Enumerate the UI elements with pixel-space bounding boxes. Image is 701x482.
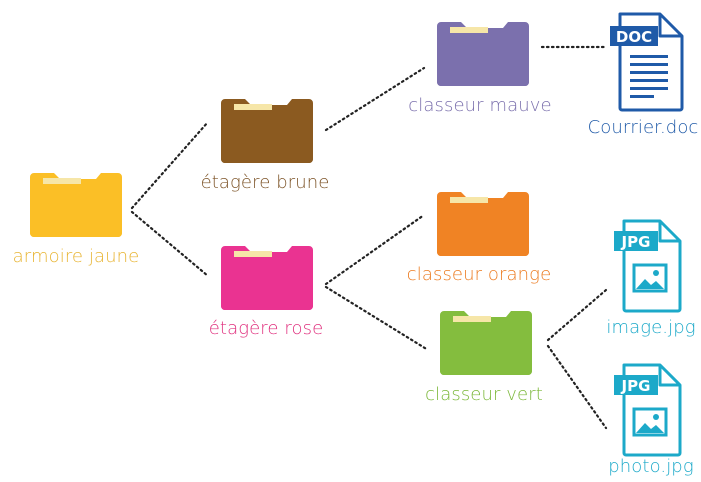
link-brune-mauve xyxy=(324,66,426,132)
file-badge: DOC xyxy=(616,28,652,46)
node-label: armoire jaune xyxy=(12,246,140,267)
link-armoire-rose xyxy=(130,210,210,278)
node-label: étagère brune xyxy=(200,172,330,193)
link-vert-photo xyxy=(546,344,608,430)
folder-icon xyxy=(437,192,529,256)
folder-icon xyxy=(437,22,529,86)
node-label: classeur vert xyxy=(425,384,543,405)
node-label: classeur mauve xyxy=(408,95,552,116)
file-label: Courrier.doc xyxy=(587,117,699,138)
folder-icon xyxy=(30,173,122,237)
file-badge: JPG xyxy=(621,233,651,251)
folder-icon xyxy=(221,99,313,163)
jpg-file-icon: JPG xyxy=(614,219,682,313)
file-label: photo.jpg xyxy=(608,456,694,477)
folder-icon xyxy=(440,311,532,375)
node-label: classeur orange xyxy=(406,264,552,285)
link-rose-vert xyxy=(324,285,430,352)
link-vert-image xyxy=(546,288,608,342)
jpg-file-icon: JPG xyxy=(614,363,682,457)
link-rose-orange xyxy=(324,213,426,286)
folder-icon xyxy=(221,246,313,310)
node-label: étagère rose xyxy=(208,318,324,339)
doc-file-icon: DOC xyxy=(610,12,684,112)
file-badge: JPG xyxy=(621,377,651,395)
link-armoire-brune xyxy=(130,120,210,210)
file-label: image.jpg xyxy=(606,317,696,338)
